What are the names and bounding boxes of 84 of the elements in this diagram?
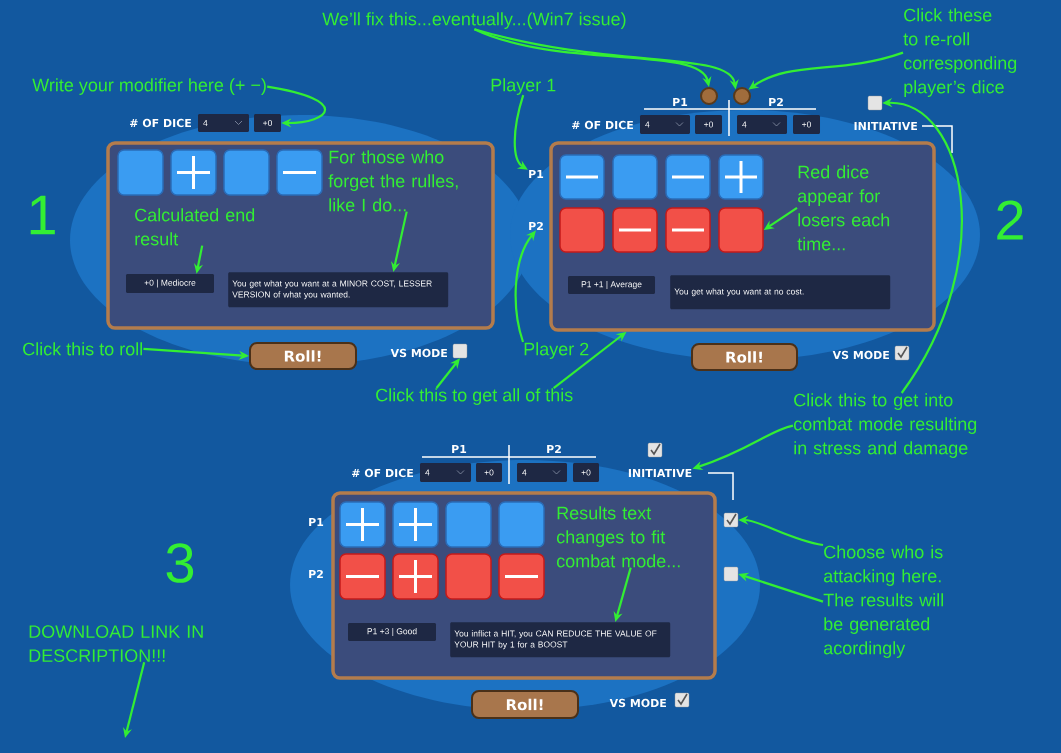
roll-button: Roll! (249, 342, 357, 370)
modifier-field: +0 (476, 463, 502, 482)
die (117, 149, 164, 196)
step-number: 3 (166, 543, 194, 583)
dropdown: 4 (517, 463, 567, 482)
roll-button: Roll! (691, 343, 798, 371)
annotation-text: Click these to re-roll corresponding player’s dice (903, 8, 1017, 97)
die (612, 154, 658, 200)
result-text-box: You get what you want at a MINOR COST, LESSER VERSION of what you wanted. (228, 272, 449, 308)
ui-label: # OF DICE (130, 118, 191, 128)
result-text-box: You inflict a HIT, you CAN REDUCE THE VALUE OF YOUR HIT by 1 for a BOOST (450, 622, 671, 658)
ui-label: INITIATIVE (854, 122, 917, 130)
ui-label: VS MODE (832, 350, 889, 360)
dropdown: 4 (198, 114, 249, 132)
die (665, 207, 711, 253)
die (559, 154, 605, 200)
ui-label: # OF DICE (572, 120, 633, 130)
die (392, 553, 439, 600)
annotation-text: Player 1 (491, 78, 556, 95)
die (170, 149, 217, 196)
die (223, 149, 270, 196)
annotation-text: For those who forget the rulles, like I do... (328, 150, 458, 212)
annotation-text: Click this to roll (23, 342, 142, 356)
annotation-text: Results text changes to fit combat mode... (556, 506, 680, 568)
checkbox (723, 512, 739, 528)
annotation-text: We’ll fix this...eventually...(Win7 issue) (322, 12, 626, 29)
reroll-button (700, 87, 718, 105)
arrow (435, 358, 460, 389)
arrow (266, 85, 326, 128)
ui-label: P1 (452, 445, 467, 453)
die (339, 501, 386, 548)
modifier-field: +0 (695, 115, 722, 134)
ui-label: P1 (673, 98, 688, 106)
dropdown: 4 (640, 115, 690, 134)
ui-label: P1 (309, 518, 324, 526)
die (445, 501, 492, 548)
ui-label: VS MODE (390, 348, 447, 358)
dropdown: 4 (420, 463, 471, 482)
annotation-text: Choose who is attacking here. The results will be generated acordingly (823, 545, 943, 658)
die (276, 149, 323, 196)
ui-label: P2 (769, 97, 783, 107)
annotation-text: Red dice appear for losers each time... (797, 165, 890, 251)
die (498, 553, 545, 600)
checkbox (723, 566, 739, 582)
checkbox (894, 345, 910, 361)
annotation-text: Calculated end result (135, 208, 255, 246)
annotation-text: Player 2 (524, 342, 589, 359)
result-text-box: You get what you want at no cost. (670, 275, 891, 310)
initiative-label: INITIATIVE (628, 469, 692, 477)
modifier-field: +0 (573, 463, 599, 482)
checkbox (647, 442, 663, 458)
reroll-button (733, 87, 751, 105)
score-field: +0 | Mediocre (126, 274, 214, 293)
die (718, 207, 764, 253)
annotation-text: Click this to get into combat mode resulting in stress and damage (794, 393, 977, 458)
checkbox (452, 343, 468, 359)
player-label: P2 (529, 221, 543, 231)
ui-label: P2 (309, 569, 323, 579)
dropdown: 4 (737, 115, 787, 134)
ui-label: VS MODE (609, 698, 666, 708)
step-number: 2 (997, 200, 1023, 240)
checkbox (674, 692, 690, 708)
checkbox (867, 95, 883, 111)
player-label: P1 (529, 170, 544, 178)
annotation-text: Write your modifier here (+ −) (32, 78, 266, 95)
modifier-field: +0 (793, 115, 820, 134)
die (718, 154, 764, 200)
score-field: P1 +3 | Good (348, 623, 436, 641)
die (498, 501, 545, 548)
score-field: P1 +1 | Average (568, 276, 655, 294)
annotation-text: DOWNLOAD LINK IN DESCRIPTION!!! (29, 625, 203, 662)
die (445, 553, 492, 600)
roll-button: Roll! (471, 690, 579, 719)
die (665, 154, 711, 200)
annotation-text: Click this to get all of this (376, 388, 573, 405)
die (559, 207, 605, 253)
die (339, 553, 386, 600)
step-number: 1 (30, 195, 55, 235)
die (612, 207, 658, 253)
modifier-field: +0 (254, 114, 281, 132)
ui-label: P2 (547, 444, 561, 454)
arrow (513, 94, 528, 170)
die (392, 501, 439, 548)
ui-label: # OF DICE (352, 468, 413, 478)
